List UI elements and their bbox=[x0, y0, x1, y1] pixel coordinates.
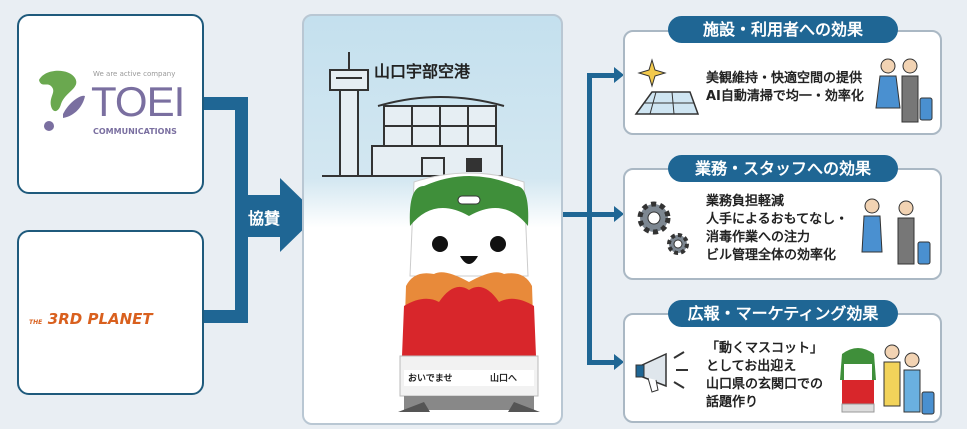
third-planet-logo-box: THE 3RD PLANET bbox=[17, 230, 204, 395]
mascot-and-travelers-icon bbox=[840, 344, 935, 415]
effect-1-text: 美観維持・快適空間の提供 AI自動清掃で均一・効率化 bbox=[706, 70, 864, 106]
staff-and-traveler-icon bbox=[861, 198, 931, 265]
robot-sign-right: 山口へ bbox=[490, 374, 518, 384]
toei-logo-mark-icon bbox=[39, 70, 85, 131]
effect-line: 「動くマスコット」 bbox=[706, 341, 824, 356]
connector-vertical bbox=[235, 97, 248, 323]
effect-line: 消毒作業への注力 bbox=[706, 230, 811, 245]
toei-sub: COMMUNICATIONS bbox=[93, 127, 177, 136]
gears-icon bbox=[637, 201, 689, 255]
third-planet-name: 3RD PLANET bbox=[47, 310, 153, 328]
connector-right-stem bbox=[563, 212, 593, 217]
arrow-to-effect-3 bbox=[592, 354, 624, 370]
effect-line: としてお出迎え bbox=[706, 359, 797, 374]
connector-bottom bbox=[204, 310, 248, 323]
effect-line: ビル管理全体の効率化 bbox=[706, 248, 837, 263]
effect-2-text: 業務負担軽減 人手によるおもてなし・ 消毒作業への注力 ビル管理全体の効率化 bbox=[706, 193, 848, 265]
effect-3-text: 「動くマスコット」 としてお出迎え 山口県の玄関口での 話題作り bbox=[706, 340, 823, 412]
travelers-icon bbox=[875, 58, 933, 123]
toei-logo-box: We are active company TOEI COMMUNICATION… bbox=[17, 14, 204, 194]
sponsor-label: 協賛 bbox=[248, 209, 281, 228]
airport-building-icon bbox=[322, 52, 505, 177]
effect-line: AI自動清掃で均一・効率化 bbox=[706, 89, 864, 104]
toei-tagline: We are active company bbox=[93, 70, 176, 78]
effect-line: 話題作り bbox=[706, 395, 759, 410]
effect-title-facility: 施設・利用者への効果 bbox=[668, 16, 898, 43]
airport-panel: 山口宇部空港 おいでませ 山口へ bbox=[302, 14, 563, 425]
third-planet-prefix: THE bbox=[29, 319, 43, 326]
effect-line: 業務負担軽減 bbox=[706, 194, 785, 209]
arrow-to-effect-1 bbox=[592, 67, 624, 83]
effect-title-staff: 業務・スタッフへの効果 bbox=[668, 155, 898, 182]
effect-line: 山口県の玄関口での bbox=[706, 377, 824, 392]
arrow-to-effect-2 bbox=[592, 206, 624, 222]
robot-sign-left: おいでませ bbox=[408, 374, 453, 384]
sponsor-arrow-body bbox=[245, 195, 281, 237]
toei-name: TOEI bbox=[91, 78, 185, 125]
effect-line: 美観維持・快適空間の提供 bbox=[706, 71, 863, 86]
clean-floor-sparkle-icon bbox=[634, 58, 700, 115]
mascot-robot-icon bbox=[398, 158, 540, 412]
effect-line: 人手によるおもてなし・ bbox=[706, 212, 849, 227]
connector-right-vertical bbox=[587, 73, 592, 365]
airport-title: 山口宇部空港 bbox=[374, 62, 471, 81]
megaphone-icon bbox=[635, 351, 688, 393]
effect-title-marketing: 広報・マーケティング効果 bbox=[668, 300, 898, 327]
